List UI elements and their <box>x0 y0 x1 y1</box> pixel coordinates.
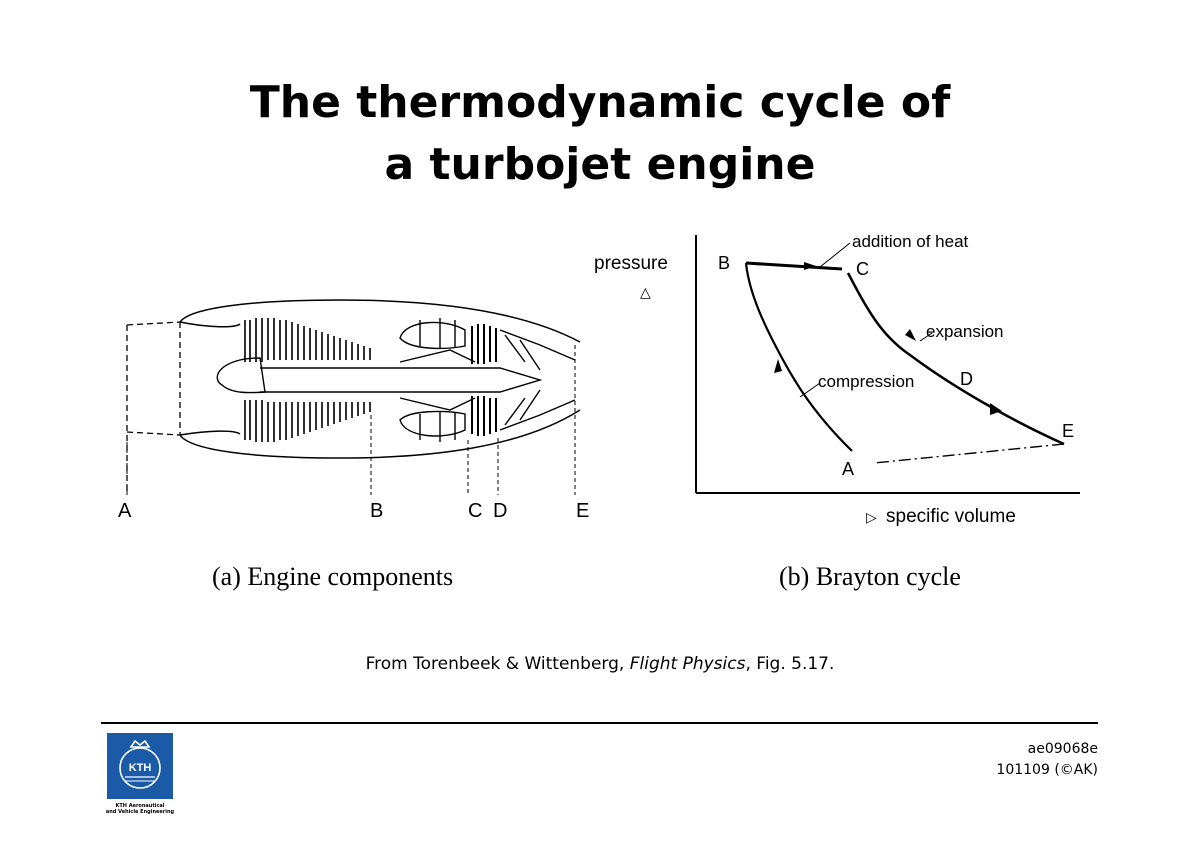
credit-book-title: Flight Physics <box>629 654 746 674</box>
logo-subtitle-line-2: and Vehicle Engineering <box>105 809 175 815</box>
station-label-c: C <box>468 500 482 522</box>
station-label-a: A <box>118 500 132 522</box>
x-axis-arrow-icon: ▷ <box>866 509 877 525</box>
x-axis-label: specific volume <box>886 506 1016 527</box>
title-line-1: The thermodynamic cycle of <box>249 77 951 128</box>
arrow-heat-icon <box>804 262 816 270</box>
curve-expansion <box>846 272 1065 446</box>
arrow-expansion-icon <box>905 329 916 341</box>
slide-title: The thermodynamic cycle of a turbojet en… <box>0 72 1200 196</box>
credit-suffix: , Fig. 5.17. <box>745 654 835 674</box>
spinner <box>216 357 266 394</box>
station-label-d: D <box>493 500 507 522</box>
station-lines <box>126 345 576 495</box>
document-date: 101109 (©AK) <box>996 762 1098 778</box>
footer-rule <box>101 722 1098 724</box>
intake-dashed-outline <box>126 321 181 495</box>
brayton-caption: (b) Brayton cycle <box>779 562 961 591</box>
point-label-d: D <box>960 369 973 389</box>
svg-text:KTH: KTH <box>129 762 152 774</box>
arrow-compression-icon <box>774 359 782 373</box>
station-label-b: B <box>370 500 383 522</box>
point-label-a: A <box>842 459 854 479</box>
point-label-e: E <box>1062 421 1074 441</box>
credit-prefix: From Torenbeek & Wittenberg, <box>365 654 630 674</box>
title-line-2: a turbojet engine <box>384 139 816 190</box>
compressor-blades <box>244 318 371 442</box>
annotation-heat: addition of heat <box>852 232 969 251</box>
y-axis-label: pressure <box>594 253 668 274</box>
document-code: ae09068e <box>1027 741 1098 757</box>
footer-info: ae09068e 101109 (©AK) <box>996 739 1098 781</box>
point-label-b: B <box>718 253 730 273</box>
nacelle <box>179 299 581 459</box>
engine-diagram: A B C D E <box>118 299 589 522</box>
figure-credit: From Torenbeek & Wittenberg, Flight Phys… <box>0 654 1200 674</box>
logo-subtitle: KTH Aeronautical and Vehicle Engineering <box>88 803 192 815</box>
curve-heat-rejection <box>873 443 1065 464</box>
station-label-e: E <box>576 500 589 522</box>
curve-compression <box>744 262 853 452</box>
engine-caption: (a) Engine components <box>212 562 454 591</box>
turbine-blades <box>471 324 497 436</box>
flow-arrows <box>774 262 1002 415</box>
annotation-compression: compression <box>818 372 914 391</box>
logo-subtitle-line-1: KTH Aeronautical <box>115 803 165 809</box>
point-label-c: C <box>856 259 869 279</box>
annotation-leaders <box>799 242 933 398</box>
combustion-chamber <box>399 318 466 442</box>
curve-heat-addition <box>745 261 843 271</box>
brayton-cycle-diagram: pressure △ ▷ specific volume B C D E A a… <box>594 232 1080 527</box>
engine-shaft <box>260 349 543 411</box>
exhaust-nozzle <box>499 329 576 431</box>
y-axis-arrow-icon: △ <box>640 284 651 300</box>
arrow-expansion-2-icon <box>990 403 1002 415</box>
cycle-curves <box>744 261 1065 464</box>
kth-logo: KTH <box>107 733 173 799</box>
annotation-expansion: expansion <box>926 322 1004 341</box>
